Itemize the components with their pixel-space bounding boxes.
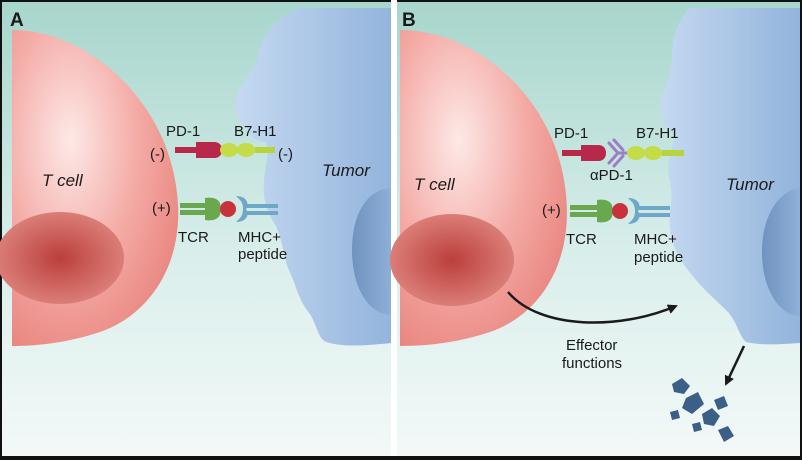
bottom-border (0, 456, 802, 460)
positive-signal-a: (+) (152, 200, 171, 217)
b7h1-ligand-a (220, 143, 275, 157)
tumor-label-a: Tumor (322, 161, 371, 180)
panel-letter-b: B (402, 10, 416, 31)
peptide-label-a: peptide (238, 246, 287, 263)
tcr-receptor-a (180, 197, 221, 221)
negative-signal-left-a: (-) (150, 146, 165, 163)
b7h1-label-a: B7-H1 (234, 123, 277, 140)
antibody-label: αPD-1 (590, 167, 633, 184)
peptide-label-b: peptide (634, 249, 683, 266)
mhc-molecule-a (236, 196, 278, 222)
tumor-label-b: Tumor (726, 175, 775, 194)
tcr-receptor-b (570, 199, 613, 223)
panel-letter-a: A (10, 10, 24, 31)
peptide-a (220, 201, 236, 217)
anti-pd1-antibody (607, 138, 630, 168)
panel-a: A T cell Tumor PD-1 B7-H1 (-) (-) (+) TC… (0, 2, 392, 456)
b7h1-ligand-b (627, 146, 684, 160)
t-cell-nucleus-a (0, 212, 124, 304)
t-cell-label-a: T cell (42, 171, 84, 190)
tcr-label-a: TCR (178, 229, 209, 246)
effector-arrow (507, 291, 678, 324)
tcr-label-b: TCR (566, 231, 597, 248)
effector-label-line1: Effector (566, 337, 617, 354)
tumor-cell-b (660, 8, 800, 345)
t-cell-nucleus-b (390, 214, 514, 306)
panel-divider (391, 0, 397, 460)
t-cell-b (390, 30, 567, 346)
mhc-molecule-b (628, 198, 670, 224)
mhc-label-a: MHC+ (238, 229, 281, 246)
mhc-label-b: MHC+ (634, 231, 677, 248)
tumor-nucleus-b (762, 188, 800, 316)
pd1-receptor-a (175, 142, 222, 158)
tumor-lysis-arrow (724, 345, 746, 386)
tumor-cell-a (234, 8, 392, 346)
panel-b: B T cell Tumor PD-1 B7-H1 αPD-1 (+) TCR … (390, 2, 800, 456)
pd1-receptor-b (562, 145, 606, 161)
peptide-b (612, 203, 628, 219)
negative-signal-right-a: (-) (278, 146, 293, 163)
effector-label-line2: functions (562, 355, 622, 372)
positive-signal-b: (+) (542, 202, 561, 219)
tumor-nucleus-a (352, 188, 392, 315)
t-cell-label-b: T cell (414, 175, 456, 194)
pd1-label-b: PD-1 (554, 125, 588, 142)
b7h1-label-b: B7-H1 (636, 125, 679, 142)
pd1-label-a: PD-1 (166, 123, 200, 140)
t-cell-a (0, 30, 179, 346)
tumor-debris (670, 378, 734, 442)
